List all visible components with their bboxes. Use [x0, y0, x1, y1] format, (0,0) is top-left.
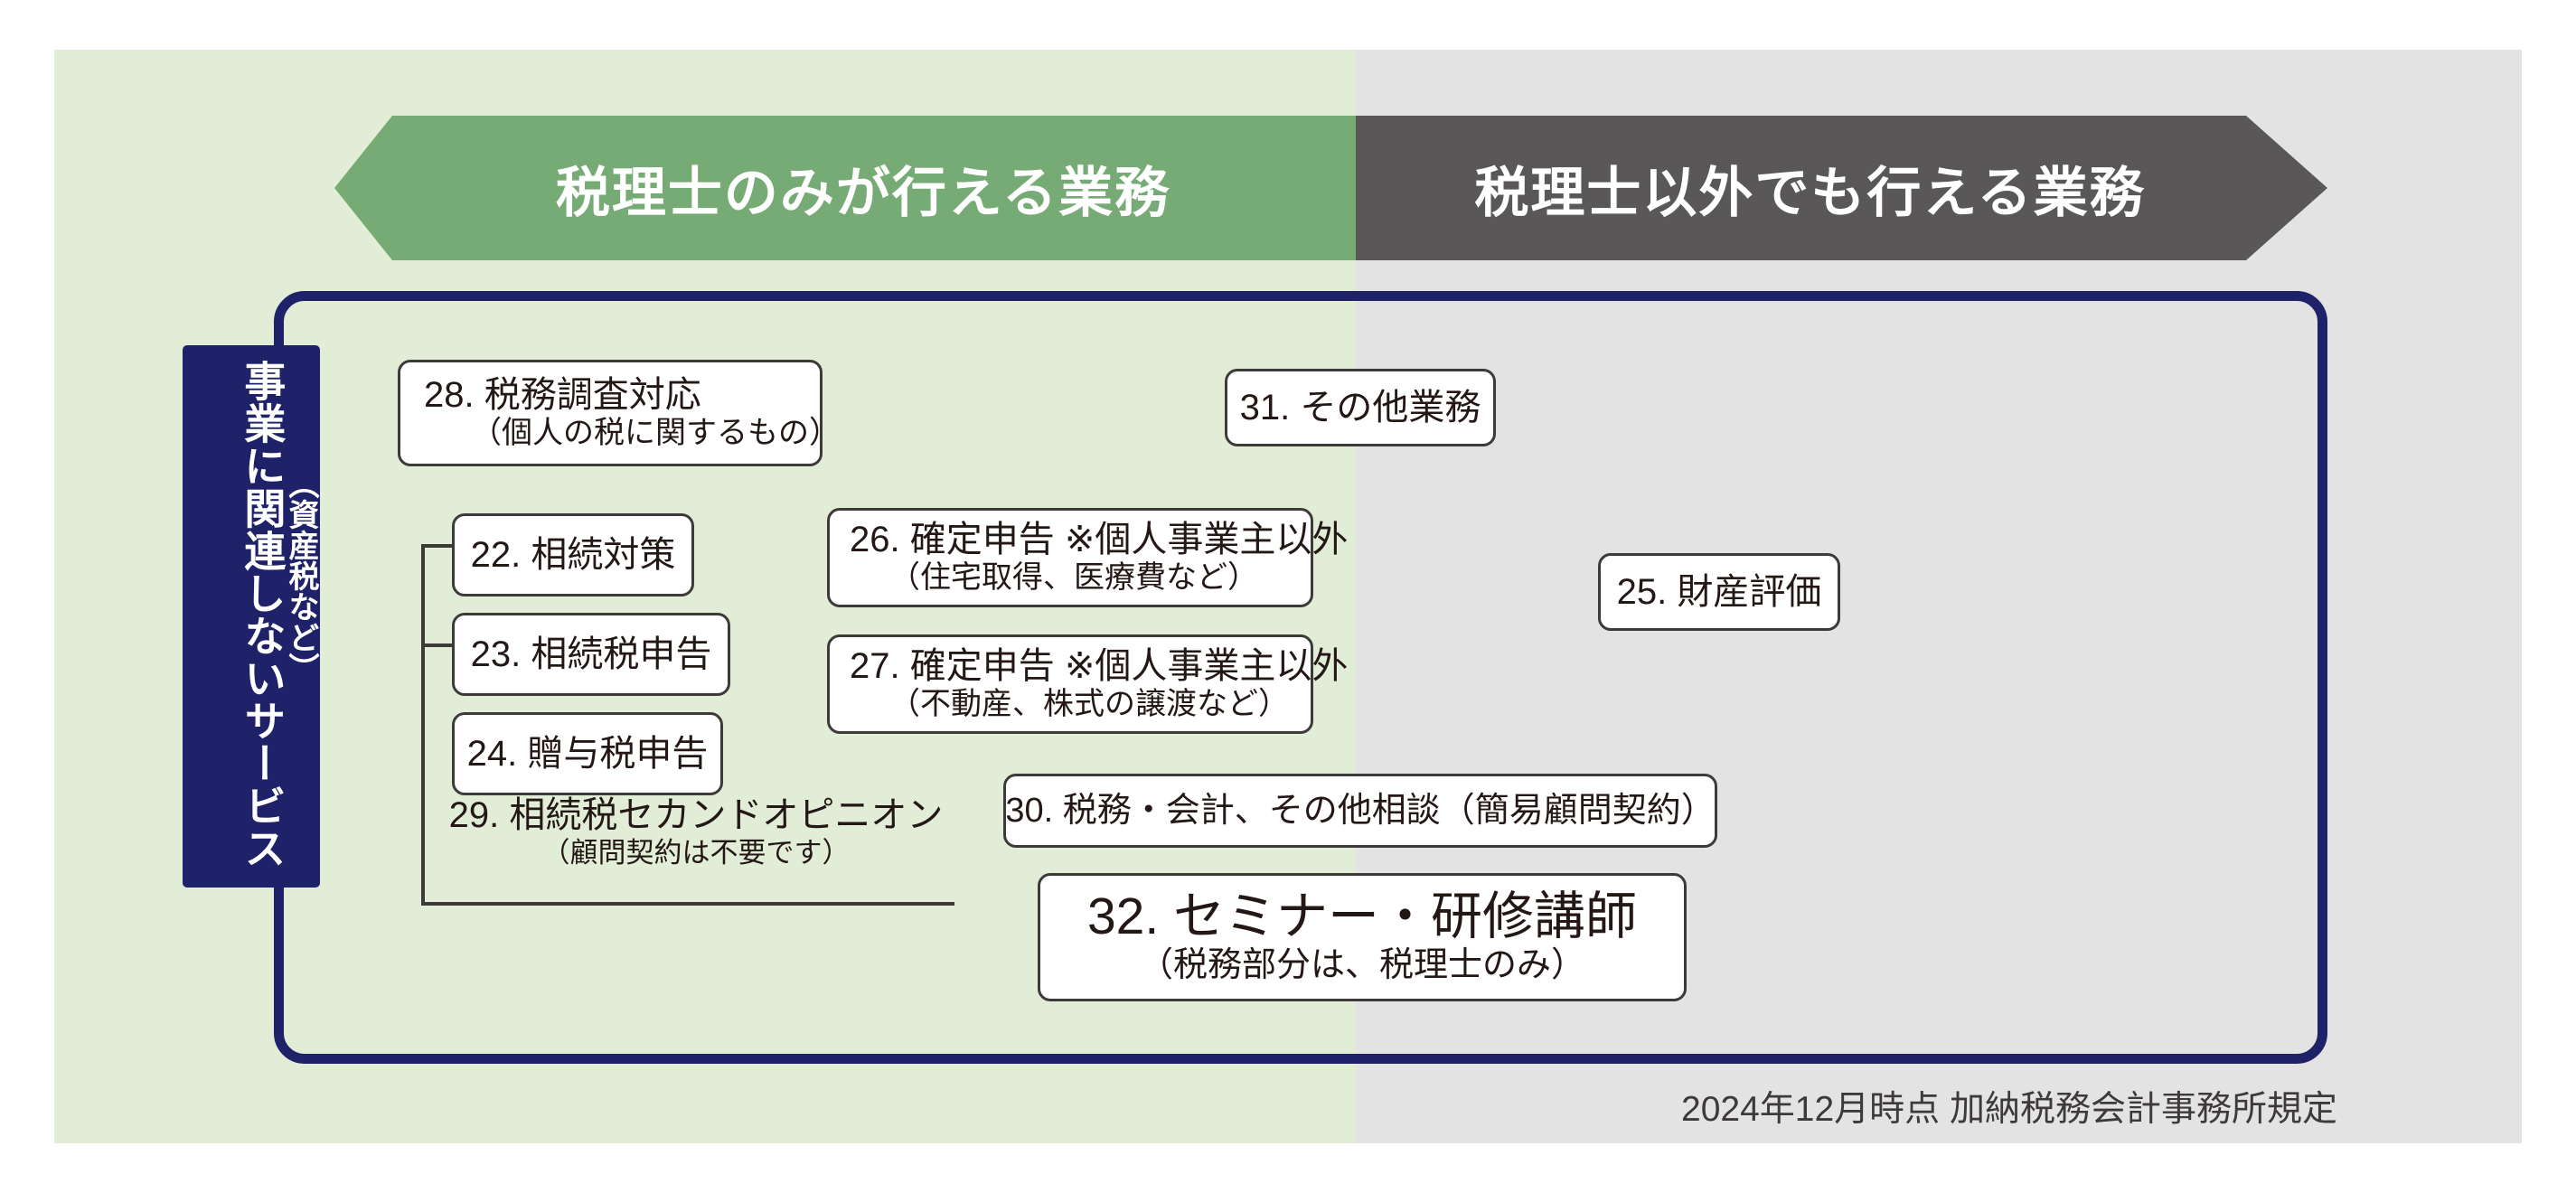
card-27-line2: （不動産、株式の譲渡など）: [889, 686, 1289, 721]
card-26-final-tax-return-housing[interactable]: 26. 確定申告 ※個人事業主以外 （住宅取得、医療費など）: [827, 508, 1348, 607]
card-24-line1: 24. 贈与税申告: [466, 733, 709, 774]
card-24-gift-tax-filing[interactable]: 24. 贈与税申告: [452, 712, 723, 795]
banner-non-tax-accountant: 税理士以外でも行える業務: [1356, 116, 2327, 260]
vertical-tab-label: 事業に関連しないサービス: [239, 360, 287, 869]
card-27-line1: 27. 確定申告 ※個人事業主以外: [850, 646, 1349, 687]
footer-note: 2024年12月時点 加納税務会計事務所規定: [1681, 1090, 2337, 1129]
vertical-category-tab: （資産税など） 事業に関連しないサービス: [183, 345, 320, 888]
card-32-line2: （税務部分は、税理士のみ）: [1138, 946, 1585, 985]
banner-right-label: 税理士以外でも行える業務: [1474, 162, 2146, 223]
card-31-other-services[interactable]: 31. その他業務: [1225, 369, 1496, 446]
bracket-stub-23: [421, 643, 457, 647]
banner-left-label: 税理士のみが行える業務: [555, 162, 1171, 223]
card-30-line1: 30. 税務・会計、その他相談（簡易顧問契約）: [1005, 791, 1716, 830]
card-27-final-tax-return-property[interactable]: 27. 確定申告 ※個人事業主以外 （不動産、株式の譲渡など）: [827, 634, 1348, 734]
card-23-inheritance-tax-filing[interactable]: 23. 相続税申告: [452, 613, 730, 696]
bracket-vertical-line: [421, 544, 425, 906]
card-22-line1: 22. 相続対策: [470, 534, 676, 575]
text-29-line2: （顧問契約は不要です）: [541, 836, 851, 869]
card-25-property-valuation[interactable]: 25. 財産評価: [1598, 553, 1840, 631]
card-31-line1: 31. その他業務: [1239, 387, 1481, 427]
vertical-tab-sublabel: （資産税など）: [284, 468, 318, 683]
card-32-line1: 32. セミナー・研修講師: [1086, 888, 1638, 946]
banner-tax-accountant-only: 税理士のみが行える業務: [334, 116, 1356, 260]
card-23-line1: 23. 相続税申告: [470, 634, 712, 674]
card-22-inheritance-planning[interactable]: 22. 相続対策: [452, 513, 694, 596]
card-28-line2: （個人の税に関するもの）: [471, 415, 840, 450]
bracket-stub-22: [421, 544, 457, 548]
text-29-line1: 29. 相続税セカンドオピニオン: [448, 795, 944, 835]
card-28-line1: 28. 税務調査対応: [424, 375, 701, 416]
card-30-tax-accounting-consultation[interactable]: 30. 税務・会計、その他相談（簡易顧問契約）: [1003, 774, 1717, 848]
card-32-seminar-instructor[interactable]: 32. セミナー・研修講師 （税務部分は、税理士のみ）: [1038, 873, 1687, 1001]
card-26-line1: 26. 確定申告 ※個人事業主以外: [850, 520, 1349, 560]
bracket-baseline: [421, 902, 954, 906]
card-28-tax-audit-response[interactable]: 28. 税務調査対応 （個人の税に関するもの）: [398, 360, 840, 466]
card-25-line1: 25. 財産評価: [1616, 571, 1822, 612]
card-26-line2: （住宅取得、医療費など）: [889, 559, 1258, 595]
text-29-second-opinion: 29. 相続税セカンドオピニオン （顧問契約は不要です）: [425, 795, 967, 869]
